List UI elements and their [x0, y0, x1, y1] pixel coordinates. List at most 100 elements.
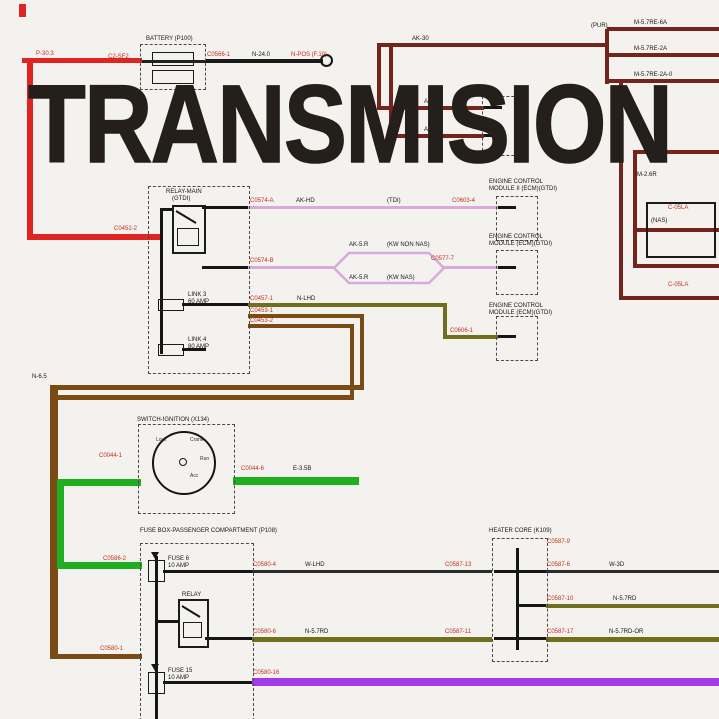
- relay-conn-e-label: C0453-2: [250, 318, 274, 324]
- ecm2-title-line2: MODULE (ECM)(GTDI): [489, 241, 552, 247]
- olive-nlhd-drop-wire: [443, 303, 447, 338]
- fuse15-name-label: FUSE 15: [168, 668, 193, 674]
- relay-conn-b-label: C0574-B: [250, 258, 274, 264]
- ignition-switch-dial: [152, 431, 216, 495]
- brown-pair-lower-v: [350, 324, 354, 399]
- maroon-right-vertical-outer: [619, 82, 623, 300]
- c0577-7-conn-label: C0577-7: [431, 256, 455, 262]
- n57rd-or-wire-label: N-5.7RD-OR: [609, 629, 644, 635]
- fusebox-conn-green-label: C0586-2: [103, 556, 127, 562]
- relay-conn-d-label: C0453-1: [250, 308, 274, 314]
- brown-long-lower-h: [54, 395, 354, 400]
- c0587-13-conn-label: C0587-13: [445, 562, 472, 568]
- relay-switch-contact-line: [175, 210, 197, 224]
- npos-dest-label: N-POS (F.10): [291, 52, 328, 58]
- kw-non-nas-label: (KW NON NAS): [387, 242, 430, 248]
- maroon-branch3-wire: [607, 79, 719, 83]
- battery-fuse-2: [152, 70, 194, 84]
- fuse6-amp-label: 10 AMP: [168, 563, 190, 569]
- main-relay-box: [148, 186, 250, 374]
- battery-wire-out-label: N-24.0: [252, 52, 271, 58]
- fusebox-relay-bus-stub: [158, 620, 178, 623]
- ignition-switch-box: [138, 424, 235, 514]
- relay-coil-symbol: [177, 228, 199, 246]
- ecm1-title-line2: MODULE II (ECM)(GTDI): [489, 186, 557, 192]
- ecm1-title-line1: ENGINE CONTROL: [489, 179, 544, 185]
- fusebox-conn-r2-label: C0580-6: [253, 629, 277, 635]
- maroon-nas-through-wire: [637, 228, 719, 232]
- fuse6-symbol: [148, 560, 165, 582]
- maroon-right-bottom-inner: [633, 264, 719, 268]
- maroon-right-top-inner: [633, 150, 719, 154]
- heater-conn-top-label: C0587-9: [547, 539, 571, 545]
- link3-out-stub: [182, 303, 248, 306]
- ignition-pos-crank-label: Crank: [190, 437, 204, 443]
- tdi-variant-label: (TDI): [387, 198, 401, 204]
- link4-out-stub: [182, 348, 206, 351]
- nlhd-wire-label: N-LHD: [297, 296, 316, 302]
- ecm-box-3: [496, 316, 538, 361]
- brown-pair-lower-h: [248, 324, 354, 328]
- heater-row1-left-stub: [494, 570, 516, 573]
- ak5r-upper-wire-label: AK-5.R: [349, 242, 369, 248]
- ecm2-title-line1: ENGINE CONTROL: [489, 234, 544, 240]
- kw-nas-label: (KW NAS): [387, 275, 415, 281]
- brown-fusebox-feed-wire: [50, 654, 142, 659]
- maroon-right-vertical-inner: [633, 150, 637, 268]
- ak5r-lower-wire-label: AK-5.R: [349, 275, 369, 281]
- c0587-11-conn-label: C0587-11: [445, 629, 471, 635]
- akhd-wire-label: AK-HD: [296, 198, 315, 204]
- module-wire1-label: AK-26: [424, 99, 441, 105]
- battery-fuse-1: [152, 52, 194, 66]
- fusebox-relay-contact-line: [181, 605, 201, 618]
- right-conn-1-label: C-05LA: [668, 205, 689, 211]
- w3d-wire-label: W-3D: [609, 562, 625, 568]
- green-fusebox-feed-wire: [57, 562, 142, 569]
- green-ignition-left-wire: [57, 479, 141, 486]
- c0587-6-conn-label: C0587-6: [547, 562, 571, 568]
- pink-ak5r-trunk-wire: [248, 266, 334, 269]
- red-battery-feed-wire: [22, 58, 142, 63]
- black-wlhd-wire: [252, 570, 492, 573]
- red-left-vertical-wire: [27, 58, 33, 240]
- ignition-box-title: SWITCH-IGNITION (X134): [137, 417, 210, 423]
- purple-bottom-wire: [252, 678, 719, 686]
- black-w3d-wire: [546, 570, 719, 573]
- link4-amp-label: 80 AMP: [188, 344, 210, 350]
- npos-terminal-ring: [320, 54, 333, 67]
- ignition-switch-hub: [179, 458, 187, 466]
- link3-name-label: LINK 3: [188, 292, 207, 298]
- maroon-drop-a-wire: [377, 43, 381, 110]
- green-ignition-right-wire: [233, 477, 359, 485]
- link4-fuse-symbol: [158, 344, 184, 356]
- relay-conn-a-label: C0574-A: [250, 198, 274, 204]
- heater-row3-left-stub: [494, 637, 516, 640]
- maroon-module-wire-1: [377, 106, 484, 110]
- heater-internal-bus: [516, 548, 519, 650]
- heater-row3-right-stub: [519, 637, 546, 640]
- ignition-pos-acc-label: Acc: [190, 473, 199, 479]
- link4-name-label: LINK 4: [188, 337, 207, 343]
- link3-amp-label: 60 AMP: [188, 299, 210, 305]
- ignition-pos-lock-label: Lock: [156, 437, 167, 443]
- olive-n57rdor-right-wire: [546, 637, 719, 642]
- maroon-branch2-wire: [607, 53, 719, 57]
- ignition-conn-left-label: C0044-1: [99, 453, 123, 459]
- n57rd-wire-label: N-5.7RD: [305, 629, 329, 635]
- ecm3-pin-stub: [498, 335, 516, 338]
- fusebox-relay-coil: [183, 622, 202, 638]
- brown-long-upper-h: [50, 385, 364, 390]
- maroon-ak30-wire: [380, 43, 608, 47]
- ignition-pos-run-label: Run: [200, 456, 210, 462]
- relay-name-line2: (GTDI): [172, 196, 191, 202]
- olive-nlhd-wire: [248, 303, 446, 307]
- brown-left-vertical-wire: [50, 385, 58, 659]
- module-wire2-label: AK-27: [424, 127, 441, 133]
- branch1-wire-label: M-5.7RE-6A: [634, 20, 668, 26]
- maroon-branch1-wire: [607, 27, 719, 31]
- ecm-box-1: [496, 196, 538, 241]
- module-pin-1-stub: [484, 106, 502, 109]
- pink-split-upper-wire: [333, 251, 445, 269]
